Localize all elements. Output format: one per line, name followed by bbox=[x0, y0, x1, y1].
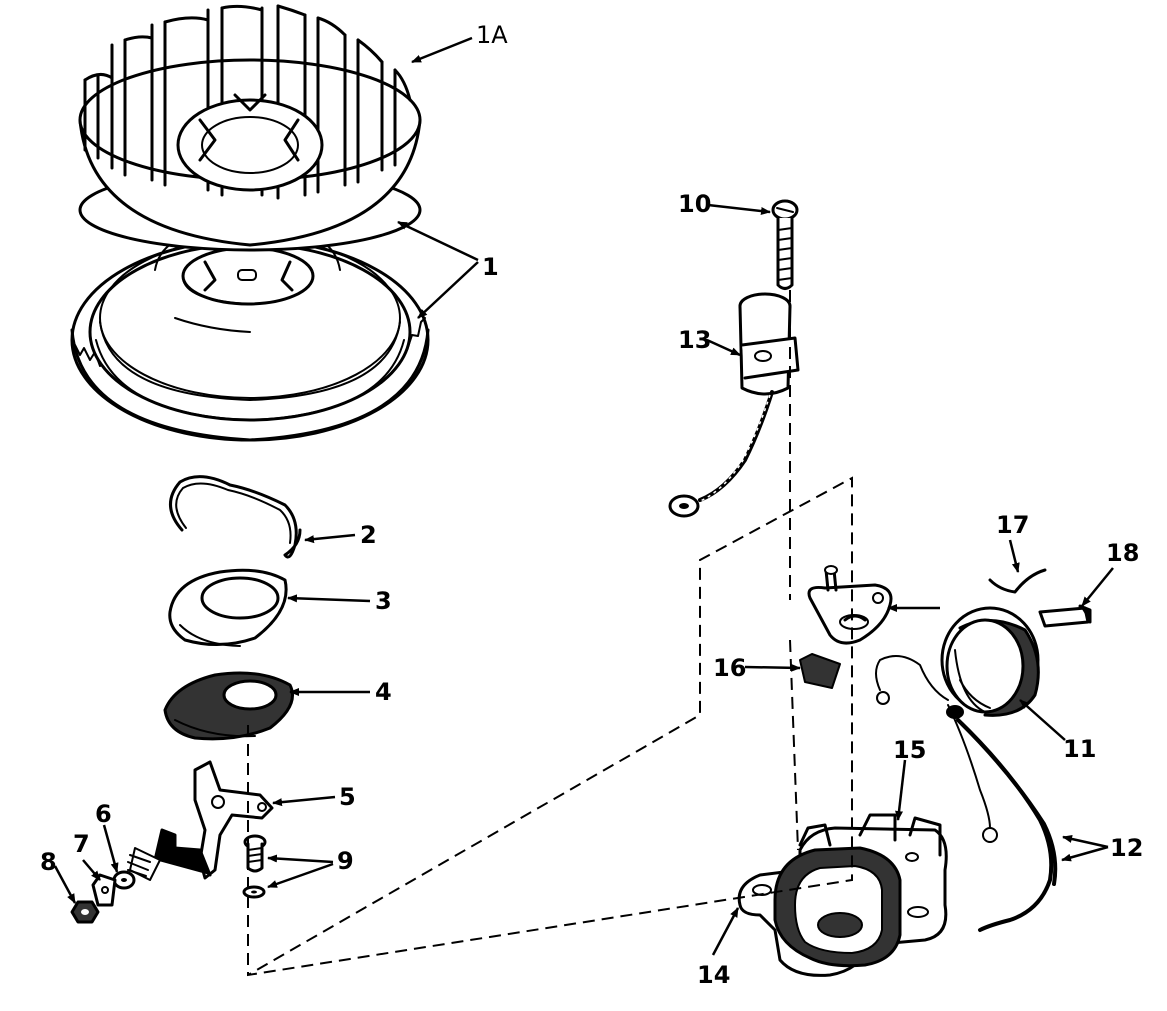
callout-10: 10 bbox=[678, 190, 711, 218]
callout-13: 13 bbox=[678, 326, 711, 354]
callout-17: 17 bbox=[996, 511, 1029, 539]
condenser bbox=[668, 292, 800, 518]
callout-1a: 1A bbox=[476, 21, 508, 49]
callout-2: 2 bbox=[360, 521, 377, 549]
leader-arrows bbox=[53, 36, 1114, 956]
callout-9: 9 bbox=[337, 847, 354, 875]
callout-18: 18 bbox=[1106, 539, 1139, 567]
breaker-arm bbox=[127, 760, 274, 881]
terminal-7 bbox=[91, 873, 117, 907]
blower-fan bbox=[78, 4, 422, 252]
callout-5-left: 5 bbox=[339, 783, 356, 811]
condenser-screw bbox=[771, 199, 799, 290]
callout-6: 6 bbox=[95, 800, 112, 828]
pad-16 bbox=[799, 653, 841, 689]
wedge-18 bbox=[1038, 604, 1092, 628]
felt-seal bbox=[163, 671, 294, 741]
callout-4: 4 bbox=[375, 678, 392, 706]
callout-12: 12 bbox=[1110, 834, 1143, 862]
callout-1: 1 bbox=[482, 253, 499, 281]
ignition-coil bbox=[875, 606, 1058, 932]
callout-11: 11 bbox=[1063, 735, 1096, 763]
callout-8: 8 bbox=[40, 848, 57, 876]
dust-shield bbox=[168, 568, 288, 647]
clip-17 bbox=[988, 568, 1047, 594]
alignment-lines bbox=[247, 290, 853, 977]
flywheel bbox=[70, 231, 430, 442]
callout-labels: 1A 1 2 3 4 5 6 7 8 9 10 11 12 13 14 15 1… bbox=[40, 21, 1143, 989]
washer-6 bbox=[112, 870, 136, 890]
callout-16: 16 bbox=[713, 654, 746, 682]
callout-7: 7 bbox=[73, 830, 90, 858]
callout-15: 15 bbox=[893, 736, 926, 764]
nut-8 bbox=[70, 900, 100, 924]
spring-clip bbox=[169, 475, 302, 559]
callout-3: 3 bbox=[375, 587, 392, 615]
breaker-box bbox=[737, 813, 948, 977]
points-bracket bbox=[807, 565, 893, 645]
callout-14: 14 bbox=[697, 961, 730, 989]
